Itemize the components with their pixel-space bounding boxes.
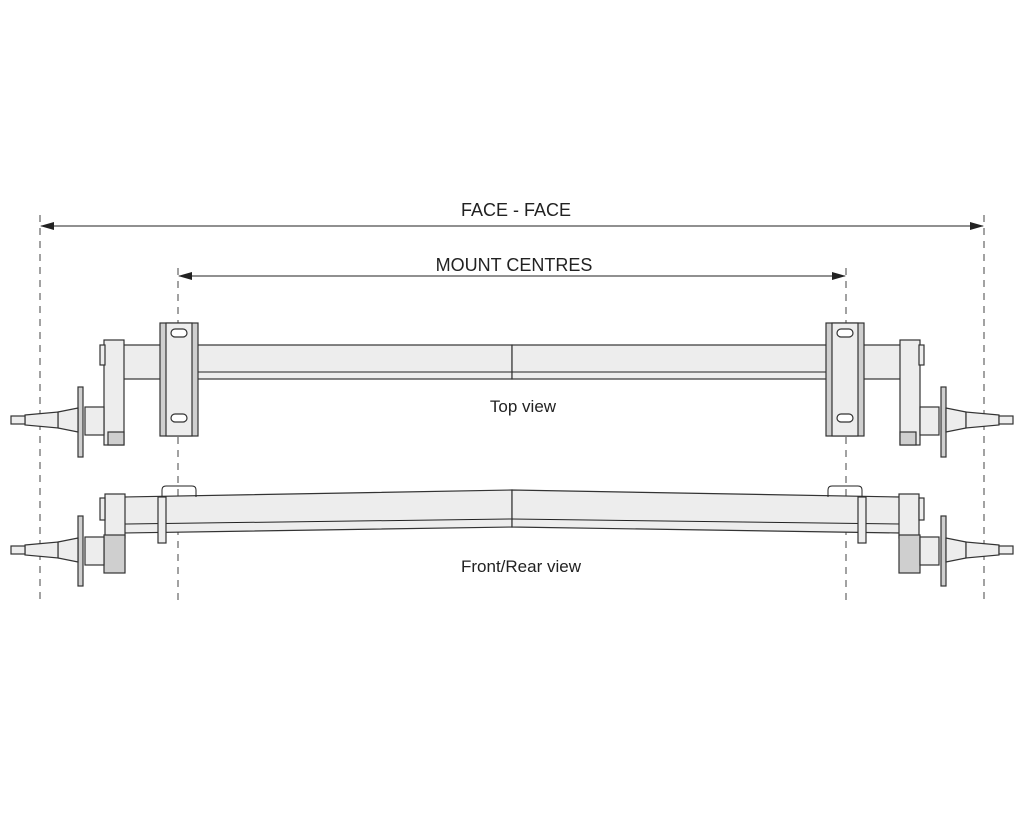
top-view-label: Top view: [489, 397, 557, 416]
mount-centres-label: MOUNT CENTRES: [435, 255, 593, 275]
axle-top-right-half: [511, 322, 1014, 458]
axle-front-left-half: [10, 485, 513, 587]
axle-top-view: [10, 322, 1014, 458]
front-rear-view-label: Front/Rear view: [461, 557, 581, 576]
face-to-face-label: FACE - FACE: [460, 200, 572, 220]
axle-front-right-half: [511, 485, 1014, 587]
axle-top-left-half: [10, 322, 513, 458]
